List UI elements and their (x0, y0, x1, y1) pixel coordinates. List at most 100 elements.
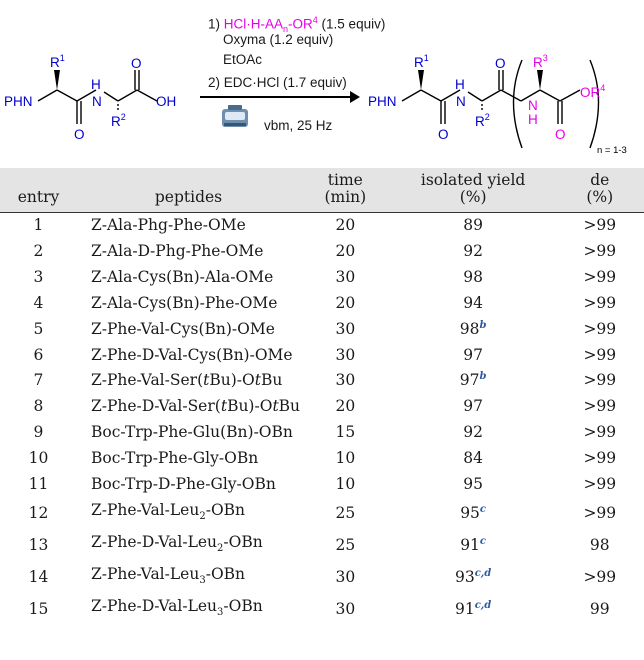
peptide-text: Z-Ala-Phg-Phe-OMe (90, 216, 246, 234)
wedge-bond-product2 (537, 70, 543, 90)
header-entry: entry (0, 168, 77, 213)
yield-cell: 97 (391, 343, 556, 369)
yield-value: 97 (463, 345, 483, 364)
yield-value: 84 (463, 449, 483, 468)
time-cell: 25 (335, 536, 356, 555)
peptide-text: -Phe-Gly-OBn (170, 475, 276, 494)
de-cell: >99 (583, 345, 617, 364)
de-cell: 98 (589, 536, 610, 555)
peptide-text: Z-Ala-Cys(Bn)-Phe-OMe (90, 293, 278, 312)
de-cell: >99 (583, 423, 617, 442)
entry-cell: 13 (28, 536, 49, 555)
peptide-cell: Z-Phe-D-Val-Leu3-OBn (77, 594, 300, 626)
yield-value: 91 (460, 536, 480, 555)
peptide-text: Z-Phe- (90, 532, 142, 551)
time-cell: 20 (335, 293, 356, 312)
reactant-labels: PHN H N O O OH R1 R2 (4, 53, 176, 142)
condition-line-5: vbm, 25 Hz (264, 118, 333, 133)
peptide-text: Boc-Trp- (90, 475, 158, 494)
yield-cell: 92 (391, 420, 556, 446)
svg-text:R1: R1 (414, 53, 429, 70)
de-cell: >99 (583, 216, 617, 234)
header-time: time(min) (300, 168, 391, 213)
yield-value: 94 (463, 293, 483, 312)
peptide-cell: Boc-Trp-D-Phe-Gly-OBn (77, 472, 300, 498)
yield-value: 91 (454, 600, 475, 619)
footnote-marker: b (479, 371, 487, 383)
peptide-text: Z-Ala- (90, 241, 138, 260)
condition-line-3: EtOAc (223, 52, 263, 67)
entry-cell: 11 (28, 475, 49, 494)
yield-value: 89 (463, 216, 483, 234)
yield-cell: 93c,d (391, 562, 556, 594)
wedge-bond-product (418, 70, 424, 90)
de-cell: >99 (583, 293, 617, 312)
reaction-arrowhead (350, 91, 360, 103)
reaction-arrow (200, 96, 355, 98)
time-cell: 15 (335, 423, 356, 442)
peptide-text: -OBn (205, 500, 246, 519)
entry-cell: 6 (33, 345, 44, 364)
yield-cell: 84 (391, 446, 556, 472)
peptide-cell: Boc-Trp-Phe-Glu(Bn)-OBn (77, 420, 300, 446)
time-cell: 30 (335, 371, 356, 390)
entry-cell: 1 (33, 216, 44, 234)
peptide-cell: Z-Ala-Cys(Bn)-Ala-OMe (77, 265, 300, 291)
svg-text:O: O (555, 127, 566, 142)
de-cell: >99 (583, 449, 617, 468)
peptide-text: -Val-Cys(Bn)-OMe (154, 345, 293, 364)
entry-cell: 7 (33, 371, 44, 390)
time-cell: 30 (335, 267, 356, 286)
entry-cell: 8 (33, 397, 44, 416)
peptide-text: Bu)-O (209, 371, 255, 390)
header-yield: isolated yield(%) (390, 168, 556, 213)
header-peptides: peptides (76, 168, 301, 213)
peptide-cell: Z-Ala-Cys(Bn)-Phe-OMe (77, 291, 300, 317)
yield-value: 95 (463, 475, 483, 494)
svg-text:N: N (456, 94, 466, 109)
peptide-text: -Phg-Phe-OMe (150, 241, 264, 260)
entry-cell: 4 (33, 293, 44, 312)
peptide-text: Z-Ala-Cys(Bn)-Ala-OMe (90, 267, 274, 286)
tert-prefix: t (272, 397, 279, 416)
d-prefix: D (157, 475, 171, 494)
time-cell: 30 (335, 600, 356, 619)
condition-line-1: 1) HCl·H-AAn-OR4 (1.5 equiv) (208, 15, 386, 35)
peptide-text: -OBn (223, 532, 263, 551)
product-labels: PHN H N O O R1 R2 (368, 53, 506, 142)
d-prefix: D (137, 241, 151, 260)
de-cell: >99 (583, 504, 617, 523)
yield-cell: 89 (391, 213, 556, 239)
yield-value: 92 (463, 241, 483, 260)
footnote-marker: c (479, 535, 487, 547)
peptide-cell: Boc-Trp-Phe-Gly-OBn (77, 446, 300, 472)
de-cell: >99 (583, 371, 617, 390)
subscript: 2 (199, 511, 206, 523)
svg-text:O: O (438, 127, 449, 142)
d-prefix: D (141, 596, 155, 615)
de-cell: >99 (583, 475, 617, 494)
svg-text:R2: R2 (111, 112, 126, 129)
entry-cell: 3 (33, 267, 44, 286)
peptide-text: Boc-Trp-Phe-Gly-OBn (90, 449, 259, 468)
svg-text:OR4: OR4 (580, 83, 605, 100)
svg-text:N: N (528, 98, 538, 113)
peptide-cell: Z-Ala-Phg-Phe-OMe (77, 213, 300, 239)
peptide-text: Z-Phe- (90, 596, 142, 615)
yield-cell: 95c (391, 498, 556, 530)
d-prefix: D (141, 532, 155, 551)
table-row: 4 Z-Ala-Cys(Bn)-Phe-OMe 20 94 >99 (0, 291, 644, 317)
svg-text:R1: R1 (50, 53, 65, 70)
yield-cell: 91c,d (391, 594, 556, 626)
subscript: 2 (217, 543, 224, 555)
yield-value: 97 (463, 397, 483, 416)
